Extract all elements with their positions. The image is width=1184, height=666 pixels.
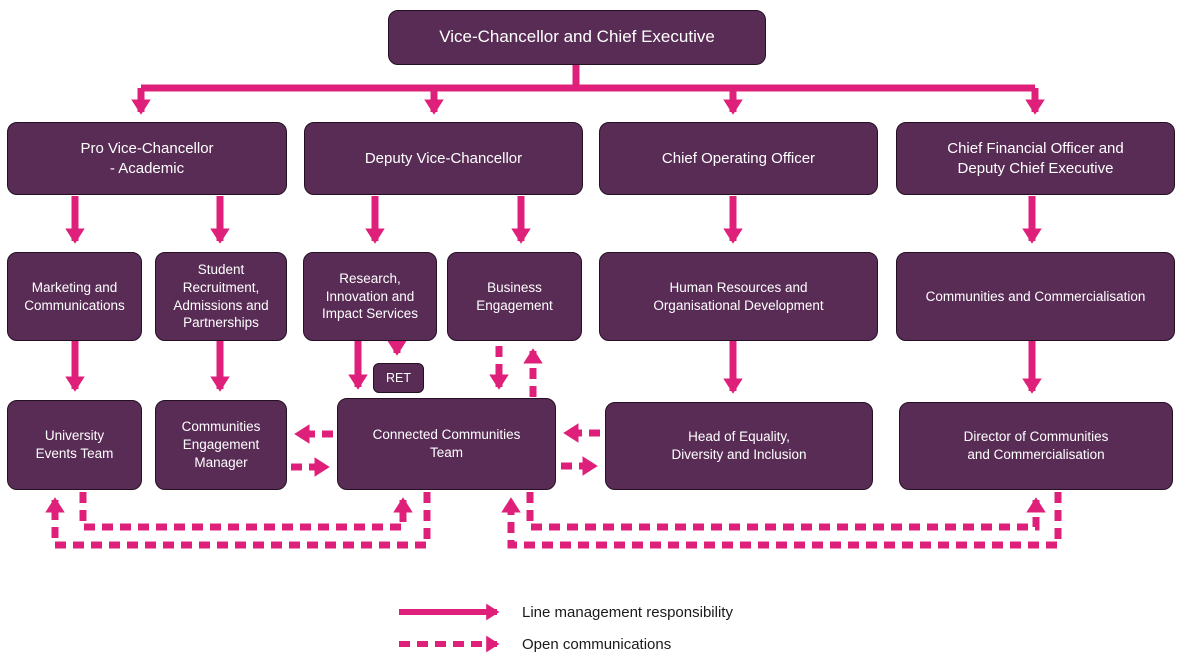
- node-business-engagement: Business Engagement: [447, 252, 582, 341]
- node-vice-chancellor-label: Vice-Chancellor and Chief Executive: [439, 27, 715, 47]
- node-human-resources: Human Resources and Organisational Devel…: [599, 252, 878, 341]
- node-communities-engagement-manager-label: Communities Engagement Manager: [181, 419, 261, 470]
- node-head-equality-diversity-inclusion: Head of Equality, Diversity and Inclusio…: [605, 402, 873, 490]
- node-head-equality-diversity-inclusion-label: Head of Equality, Diversity and Inclusio…: [671, 429, 807, 462]
- node-pro-vice-chancellor-academic: Pro Vice-Chancellor - Academic: [7, 122, 287, 195]
- node-connected-communities-team-label: Connected Communities Team: [372, 427, 521, 460]
- node-human-resources-label: Human Resources and Organisational Devel…: [653, 279, 824, 313]
- node-business-engagement-label: Business Engagement: [476, 279, 553, 313]
- node-chief-financial-officer: Chief Financial Officer and Deputy Chief…: [896, 122, 1175, 195]
- node-university-events-team: University Events Team: [7, 400, 142, 490]
- node-research-innovation-impact-label: Research, Innovation and Impact Services: [321, 270, 419, 322]
- solid-arrow-icon: [399, 603, 500, 621]
- node-communities-commercialisation-label: Communities and Commercialisation: [925, 288, 1146, 304]
- legend-line-management: Line management responsibility: [397, 603, 733, 621]
- node-ret-label: RET: [386, 370, 411, 385]
- node-communities-engagement-manager: Communities Engagement Manager: [155, 400, 287, 490]
- node-vice-chancellor: Vice-Chancellor and Chief Executive: [388, 10, 766, 65]
- edge-dcc-cct: [501, 492, 1062, 549]
- node-chief-operating-officer-label: Chief Operating Officer: [661, 149, 816, 167]
- edge-uet-cct: [79, 492, 413, 531]
- node-director-communities-commercialisation: Director of Communities and Commercialis…: [899, 402, 1173, 490]
- node-ret: RET: [373, 363, 424, 393]
- edge-cct-uet: [45, 492, 431, 549]
- node-deputy-vice-chancellor: Deputy Vice-Chancellor: [304, 122, 583, 195]
- node-connected-communities-team: Connected Communities Team: [337, 398, 556, 490]
- legend-open-communications: Open communications: [397, 635, 671, 653]
- node-research-innovation-impact: Research, Innovation and Impact Services: [303, 252, 437, 341]
- edge-cct-dcc: [526, 492, 1046, 531]
- node-university-events-team-label: University Events Team: [35, 428, 114, 461]
- node-student-recruitment-label: Student Recruitment, Admissions and Part…: [173, 261, 269, 331]
- legend-line-management-label: Line management responsibility: [522, 603, 733, 621]
- legend-open-communications-label: Open communications: [522, 635, 672, 653]
- node-deputy-vice-chancellor-label: Deputy Vice-Chancellor: [364, 149, 523, 167]
- node-chief-financial-officer-label: Chief Financial Officer and Deputy Chief…: [947, 139, 1124, 177]
- node-student-recruitment: Student Recruitment, Admissions and Part…: [155, 252, 287, 341]
- node-director-communities-commercialisation-label: Director of Communities and Commercialis…: [963, 429, 1109, 462]
- node-pro-vice-chancellor-academic-label: Pro Vice-Chancellor - Academic: [80, 139, 214, 177]
- node-communities-commercialisation: Communities and Commercialisation: [896, 252, 1175, 341]
- node-marketing-communications-label: Marketing and Communications: [24, 279, 125, 313]
- node-marketing-communications: Marketing and Communications: [7, 252, 142, 341]
- dashed-arrow-icon: [399, 635, 500, 653]
- node-chief-operating-officer: Chief Operating Officer: [599, 122, 878, 195]
